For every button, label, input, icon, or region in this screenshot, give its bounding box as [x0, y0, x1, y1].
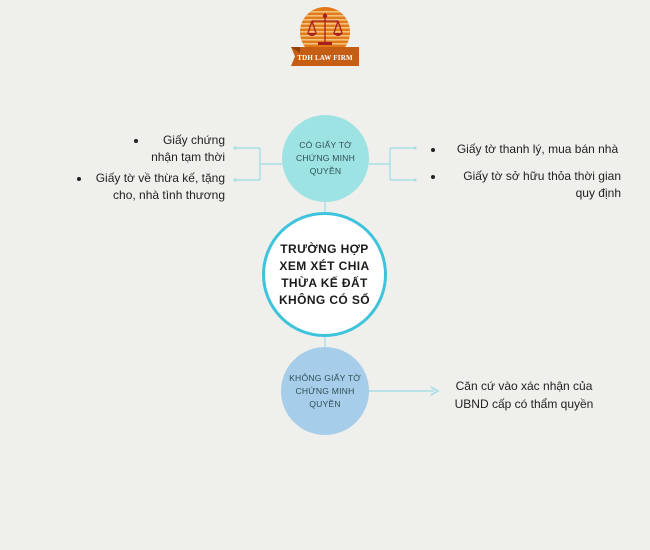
law-firm-logo: TDH LAW FIRM	[290, 7, 360, 67]
result-text: Căn cứ vào xác nhận của UBND cấp có thẩm…	[454, 379, 594, 411]
central-topic-node: TRƯỜNG HỢP XEM XÉT CHIA THỪA KẾ ĐẤT KHÔN…	[262, 212, 387, 337]
scale-of-justice-icon	[291, 7, 359, 66]
bullet-icon	[431, 148, 435, 152]
right-item-1: Giấy tờ thanh lý, mua bán nhà	[456, 142, 619, 156]
arrow-right-icon	[430, 386, 440, 396]
node-without-documents-label: KHÔNG GIẤY TỜ CHỨNG MINH QUYỀN	[289, 372, 361, 409]
left-item-2: Giấy tờ về thừa kế, tặng cho, nhà tình t…	[95, 171, 225, 202]
node-with-documents: CÓ GIẤY TỜ CHỨNG MINH QUYỀN	[282, 115, 369, 202]
left-item-1: Giấy chứng nhận tạm thời	[151, 133, 225, 164]
node-with-documents-label: CÓ GIẤY TỜ CHỨNG MINH QUYỀN	[296, 140, 355, 176]
bullet-icon	[431, 175, 435, 179]
node-without-documents: KHÔNG GIẤY TỜ CHỨNG MINH QUYỀN	[281, 347, 369, 435]
right-item-2: Giấy tờ sở hữu thỏa thời gian quy định	[463, 169, 621, 200]
logo-text: TDH LAW FIRM	[297, 54, 353, 62]
bullet-icon	[77, 177, 81, 181]
central-topic-label: TRƯỜNG HỢP XEM XÉT CHIA THỪA KẾ ĐẤT KHÔN…	[278, 241, 371, 307]
bullet-icon	[134, 139, 138, 143]
